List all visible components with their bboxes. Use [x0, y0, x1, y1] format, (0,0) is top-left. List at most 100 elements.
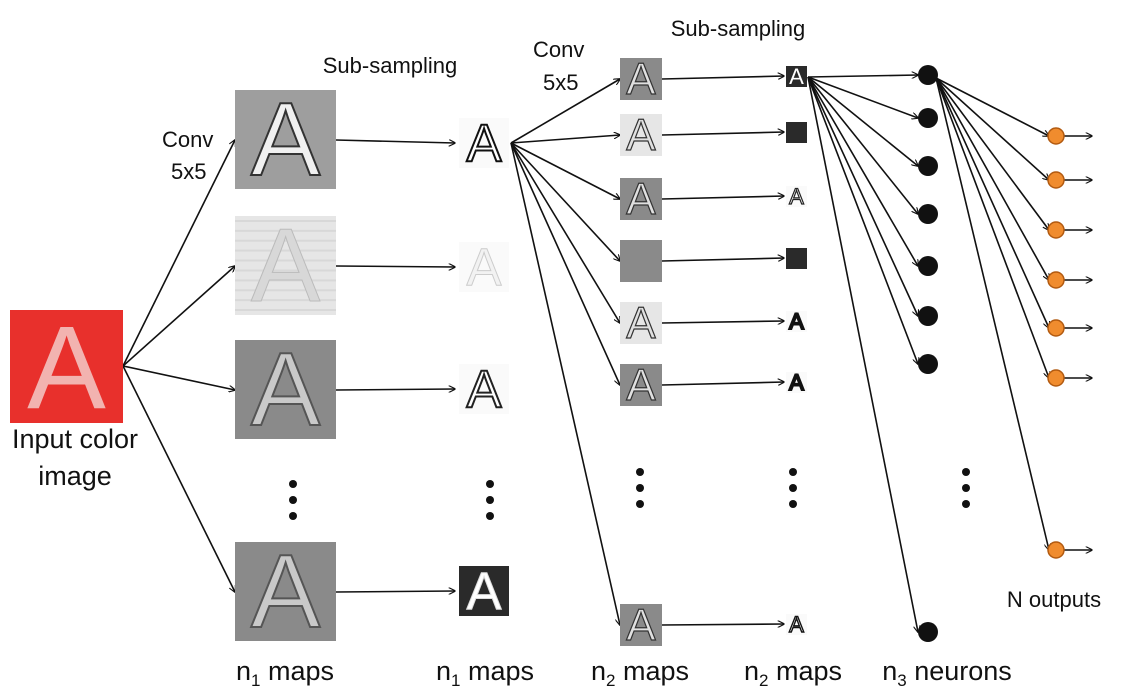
subsample2-map-5: A	[786, 308, 807, 335]
edge-input-conv1-3	[122, 365, 235, 390]
conv1-map-3: A	[235, 331, 336, 449]
edge-neuron-output-4	[935, 77, 1049, 280]
edge-sub2-neuron-1	[807, 75, 918, 77]
hidden-neuron-2	[918, 108, 938, 128]
hidden-neuron-4	[918, 204, 938, 224]
map-letter: A	[789, 184, 804, 209]
input-image: A	[10, 302, 123, 434]
conv1-label: Conv	[162, 127, 213, 152]
edge-neuron-output-5	[935, 77, 1049, 328]
output-neurons	[1047, 127, 1065, 559]
map-letter: A	[251, 82, 321, 198]
edge-neuron-output-1	[935, 77, 1049, 136]
subsample2-map-7: A	[786, 611, 807, 638]
edge-sub1-conv2-2	[510, 135, 620, 144]
conv2-map-1: A	[620, 55, 662, 105]
map-letter: A	[626, 601, 656, 650]
output-neuron-1	[1047, 127, 1065, 145]
edge-sub2-neuron-8	[807, 76, 918, 632]
edge-input-conv1-2	[122, 266, 235, 367]
subsample2-map-4	[786, 248, 807, 269]
conv2-kernel-label: 5x5	[543, 70, 578, 95]
edge-sub2-neuron-3	[807, 76, 918, 166]
column-caption-2: n1 maps	[436, 656, 534, 689]
subsample1-map-3: A	[459, 359, 509, 420]
edge-conv2-sub2-1	[661, 76, 784, 80]
subsample1-map-2: A	[459, 238, 509, 298]
subsample1-feature-maps: A A A A	[459, 113, 509, 622]
edge-conv2-sub2-7	[661, 624, 784, 625]
hidden-neuron-7	[918, 354, 938, 374]
map-letter: A	[789, 64, 804, 89]
map-letter: A	[466, 238, 501, 297]
edge-neuron-output-7	[935, 77, 1049, 550]
map-letter: A	[466, 360, 501, 419]
output-neuron-2	[1047, 171, 1065, 189]
conv1-map-2: A	[235, 208, 336, 325]
column-caption-3: n2 maps	[591, 656, 689, 689]
map-letter: A	[251, 332, 321, 448]
outputs-label: N outputs	[1007, 587, 1101, 612]
map-letter: A	[789, 612, 804, 637]
subsample1-label: Sub-sampling	[323, 53, 458, 78]
edge-sub2-neuron-4	[807, 76, 918, 214]
edge-sub1-conv2-5	[510, 142, 620, 323]
map-letter: A	[251, 534, 321, 650]
edge-sub1-conv2-7	[510, 142, 620, 625]
edge-sub2-neuron-2	[807, 76, 918, 118]
edge-conv2-sub2-2	[661, 132, 784, 136]
subsample1-map-4: A	[459, 562, 509, 622]
conv2-label: Conv	[533, 37, 584, 62]
input-label-line2: image	[38, 461, 112, 491]
hidden-neuron-8	[918, 622, 938, 642]
hidden-neuron-6	[918, 306, 938, 326]
subsample2-map-3: A	[786, 183, 807, 210]
edge-neuron-output-3	[935, 77, 1049, 230]
map-letter: A	[251, 208, 321, 324]
map-letter: A	[626, 111, 656, 160]
subsample2-map-1: A	[786, 64, 807, 89]
edge-sub2-neuron-6	[807, 76, 918, 316]
column-captions: n1 maps n1 maps n2 maps n2 maps n3 neurons	[236, 656, 1012, 689]
conv2-map-5: A	[620, 299, 662, 349]
map-letter: A	[626, 361, 656, 410]
map-letter: A	[626, 55, 656, 104]
hidden-neuron-3	[918, 156, 938, 176]
edge-neuron-output-2	[935, 77, 1049, 180]
edge-sub1-conv2-6	[510, 142, 620, 385]
edge-conv2-sub2-3	[661, 196, 784, 200]
map-letter: A	[466, 114, 501, 173]
edge-sub1-conv2-4	[510, 142, 620, 261]
ellipsis-5	[962, 468, 970, 508]
column-caption-4: n2 maps	[744, 656, 842, 689]
edge-sub2-neuron-7	[807, 76, 918, 364]
conv2-map-7: A	[620, 601, 662, 651]
edge-sub1-conv2-1	[510, 79, 620, 144]
edge-sub2-neuron-5	[807, 76, 918, 266]
edge-conv1-sub1-4	[335, 591, 455, 592]
ellipsis-4	[789, 468, 797, 508]
output-neuron-4	[1047, 271, 1065, 289]
conv2-map-6: A	[620, 361, 662, 411]
edge-conv1-sub1-1	[335, 139, 455, 143]
column-caption-5: n3 neurons	[882, 656, 1012, 689]
hidden-neuron-5	[918, 256, 938, 276]
subsample1-map-1: A	[459, 113, 509, 174]
hidden-neurons	[918, 65, 938, 642]
edge-input-conv1-1	[122, 140, 235, 367]
output-neuron-3	[1047, 221, 1065, 239]
subsample2-map-2	[786, 122, 807, 143]
edge-input-conv1-4	[122, 365, 235, 592]
map-letter: A	[789, 370, 804, 395]
output-neuron-7	[1047, 541, 1065, 559]
map-letter: A	[626, 175, 656, 224]
map-letter: A	[466, 562, 501, 621]
input-label-line1: Input color	[12, 424, 138, 454]
column-caption-1: n1 maps	[236, 656, 334, 689]
ellipsis-dots	[289, 468, 970, 520]
subsample2-feature-maps: A A A A A	[786, 64, 807, 638]
subsample2-label: Sub-sampling	[671, 16, 806, 41]
